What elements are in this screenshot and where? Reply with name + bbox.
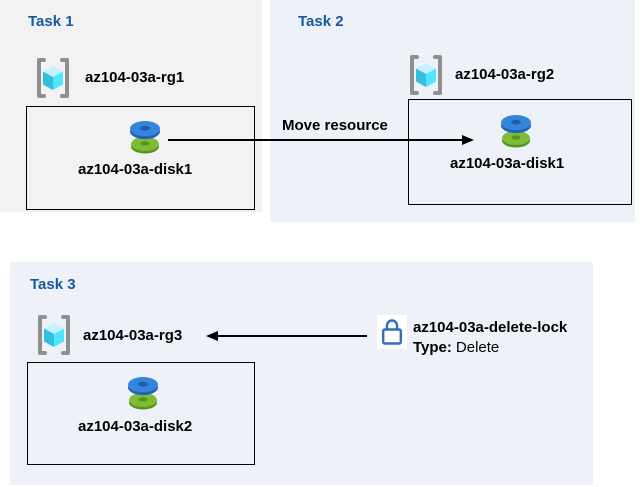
task2-disk-label: az104-03a-disk1 <box>450 155 565 172</box>
task1-disk-box <box>26 106 255 210</box>
move-arrow-line <box>168 139 462 141</box>
task3-title: Task 3 <box>30 276 76 293</box>
task3-disk-label: az104-03a-disk2 <box>78 418 193 435</box>
task3-resource-group-label: az104-03a-rg3 <box>83 327 183 344</box>
lock-type-value: Delete <box>455 339 500 356</box>
task2-title: Task 2 <box>298 13 344 30</box>
task3-disk-box <box>27 362 255 465</box>
lock-arrow-line <box>217 335 367 337</box>
disk-icon <box>501 115 531 148</box>
delete-lock-icon <box>377 315 407 349</box>
resource-group-icon <box>37 58 69 98</box>
disk-icon <box>130 121 160 154</box>
lock-arrow-head <box>206 331 218 341</box>
task1-title: Task 1 <box>28 13 74 30</box>
lock-name: az104-03a-delete-lock <box>413 319 568 336</box>
task2-panel <box>270 0 635 222</box>
task1-resource-group-label: az104-03a-rg1 <box>85 69 185 86</box>
lock-type-key: Type: <box>413 339 452 356</box>
move-arrow-head <box>462 135 474 145</box>
task2-disk-box <box>408 99 632 205</box>
task2-resource-group-label: az104-03a-rg2 <box>455 66 555 83</box>
move-resource-label: Move resource <box>282 117 388 134</box>
disk-icon <box>128 377 158 410</box>
lock-text-block: az104-03a-delete-lock Type:Delete <box>413 318 567 358</box>
lock-type-line: Type:Delete <box>413 338 567 358</box>
resource-group-icon <box>38 315 70 355</box>
task1-disk-label: az104-03a-disk1 <box>78 161 193 178</box>
task3-panel <box>10 262 593 485</box>
resource-group-icon <box>410 55 442 95</box>
